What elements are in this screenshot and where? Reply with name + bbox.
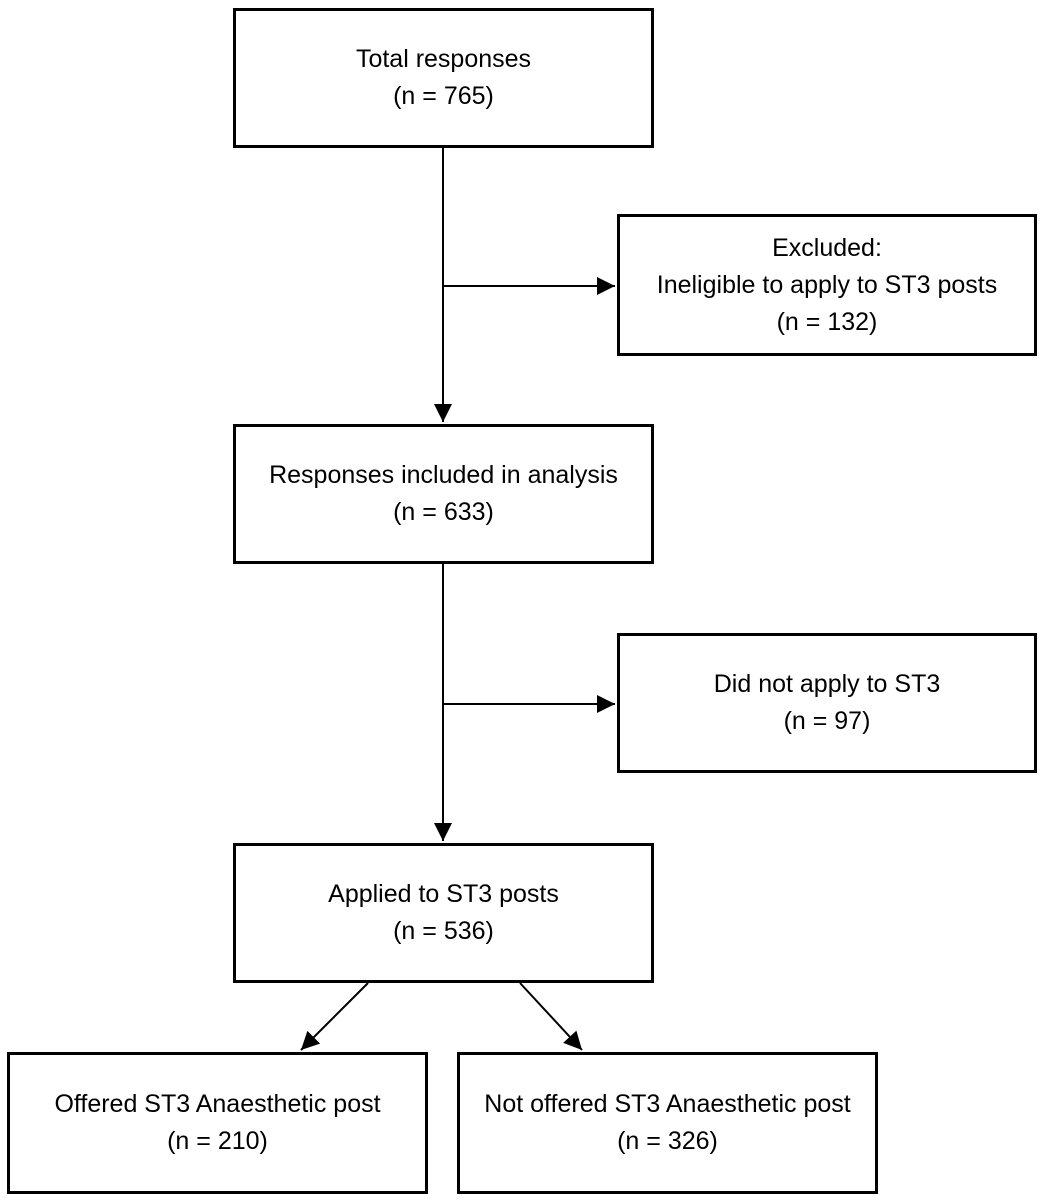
flow-node-responses-included: Responses included in analysis (n = 633) bbox=[233, 424, 654, 564]
node-count-line: (n = 210) bbox=[167, 1127, 268, 1155]
node-text-line: Total responses bbox=[355, 45, 532, 73]
node-count-line: (n = 633) bbox=[393, 498, 494, 526]
node-count-line: (n = 536) bbox=[393, 917, 494, 945]
node-text-line: Ineligible to apply to ST3 posts bbox=[656, 270, 998, 299]
node-text-line: Responses included in analysis bbox=[269, 461, 618, 489]
node-text-line: Not offered ST3 Anaesthetic post bbox=[484, 1090, 851, 1118]
flow-node-excluded: Excluded: Ineligible to apply to ST3 pos… bbox=[617, 214, 1037, 356]
node-count-line: (n = 97) bbox=[783, 707, 871, 735]
node-text-line: Did not apply to ST3 bbox=[713, 670, 941, 698]
node-count-line: (n = 132) bbox=[776, 307, 878, 336]
node-count-line: (n = 326) bbox=[617, 1127, 718, 1155]
node-count-line: (n = 765) bbox=[393, 82, 494, 110]
node-text-line: Offered ST3 Anaesthetic post bbox=[54, 1090, 381, 1118]
node-text-line: Applied to ST3 posts bbox=[328, 880, 559, 908]
node-text-line: Excluded: bbox=[772, 233, 882, 262]
flow-node-total-responses: Total responses (n = 765) bbox=[233, 8, 654, 148]
flow-node-applied: Applied to ST3 posts (n = 536) bbox=[233, 843, 654, 983]
arrow-applied-to-offered bbox=[300, 982, 369, 1051]
flow-node-not-offered-post: Not offered ST3 Anaesthetic post (n = 32… bbox=[457, 1052, 878, 1194]
flow-node-did-not-apply: Did not apply to ST3 (n = 97) bbox=[617, 633, 1037, 773]
flow-node-offered-post: Offered ST3 Anaesthetic post (n = 210) bbox=[7, 1052, 428, 1194]
arrow-applied-to-not-offered bbox=[519, 982, 583, 1051]
